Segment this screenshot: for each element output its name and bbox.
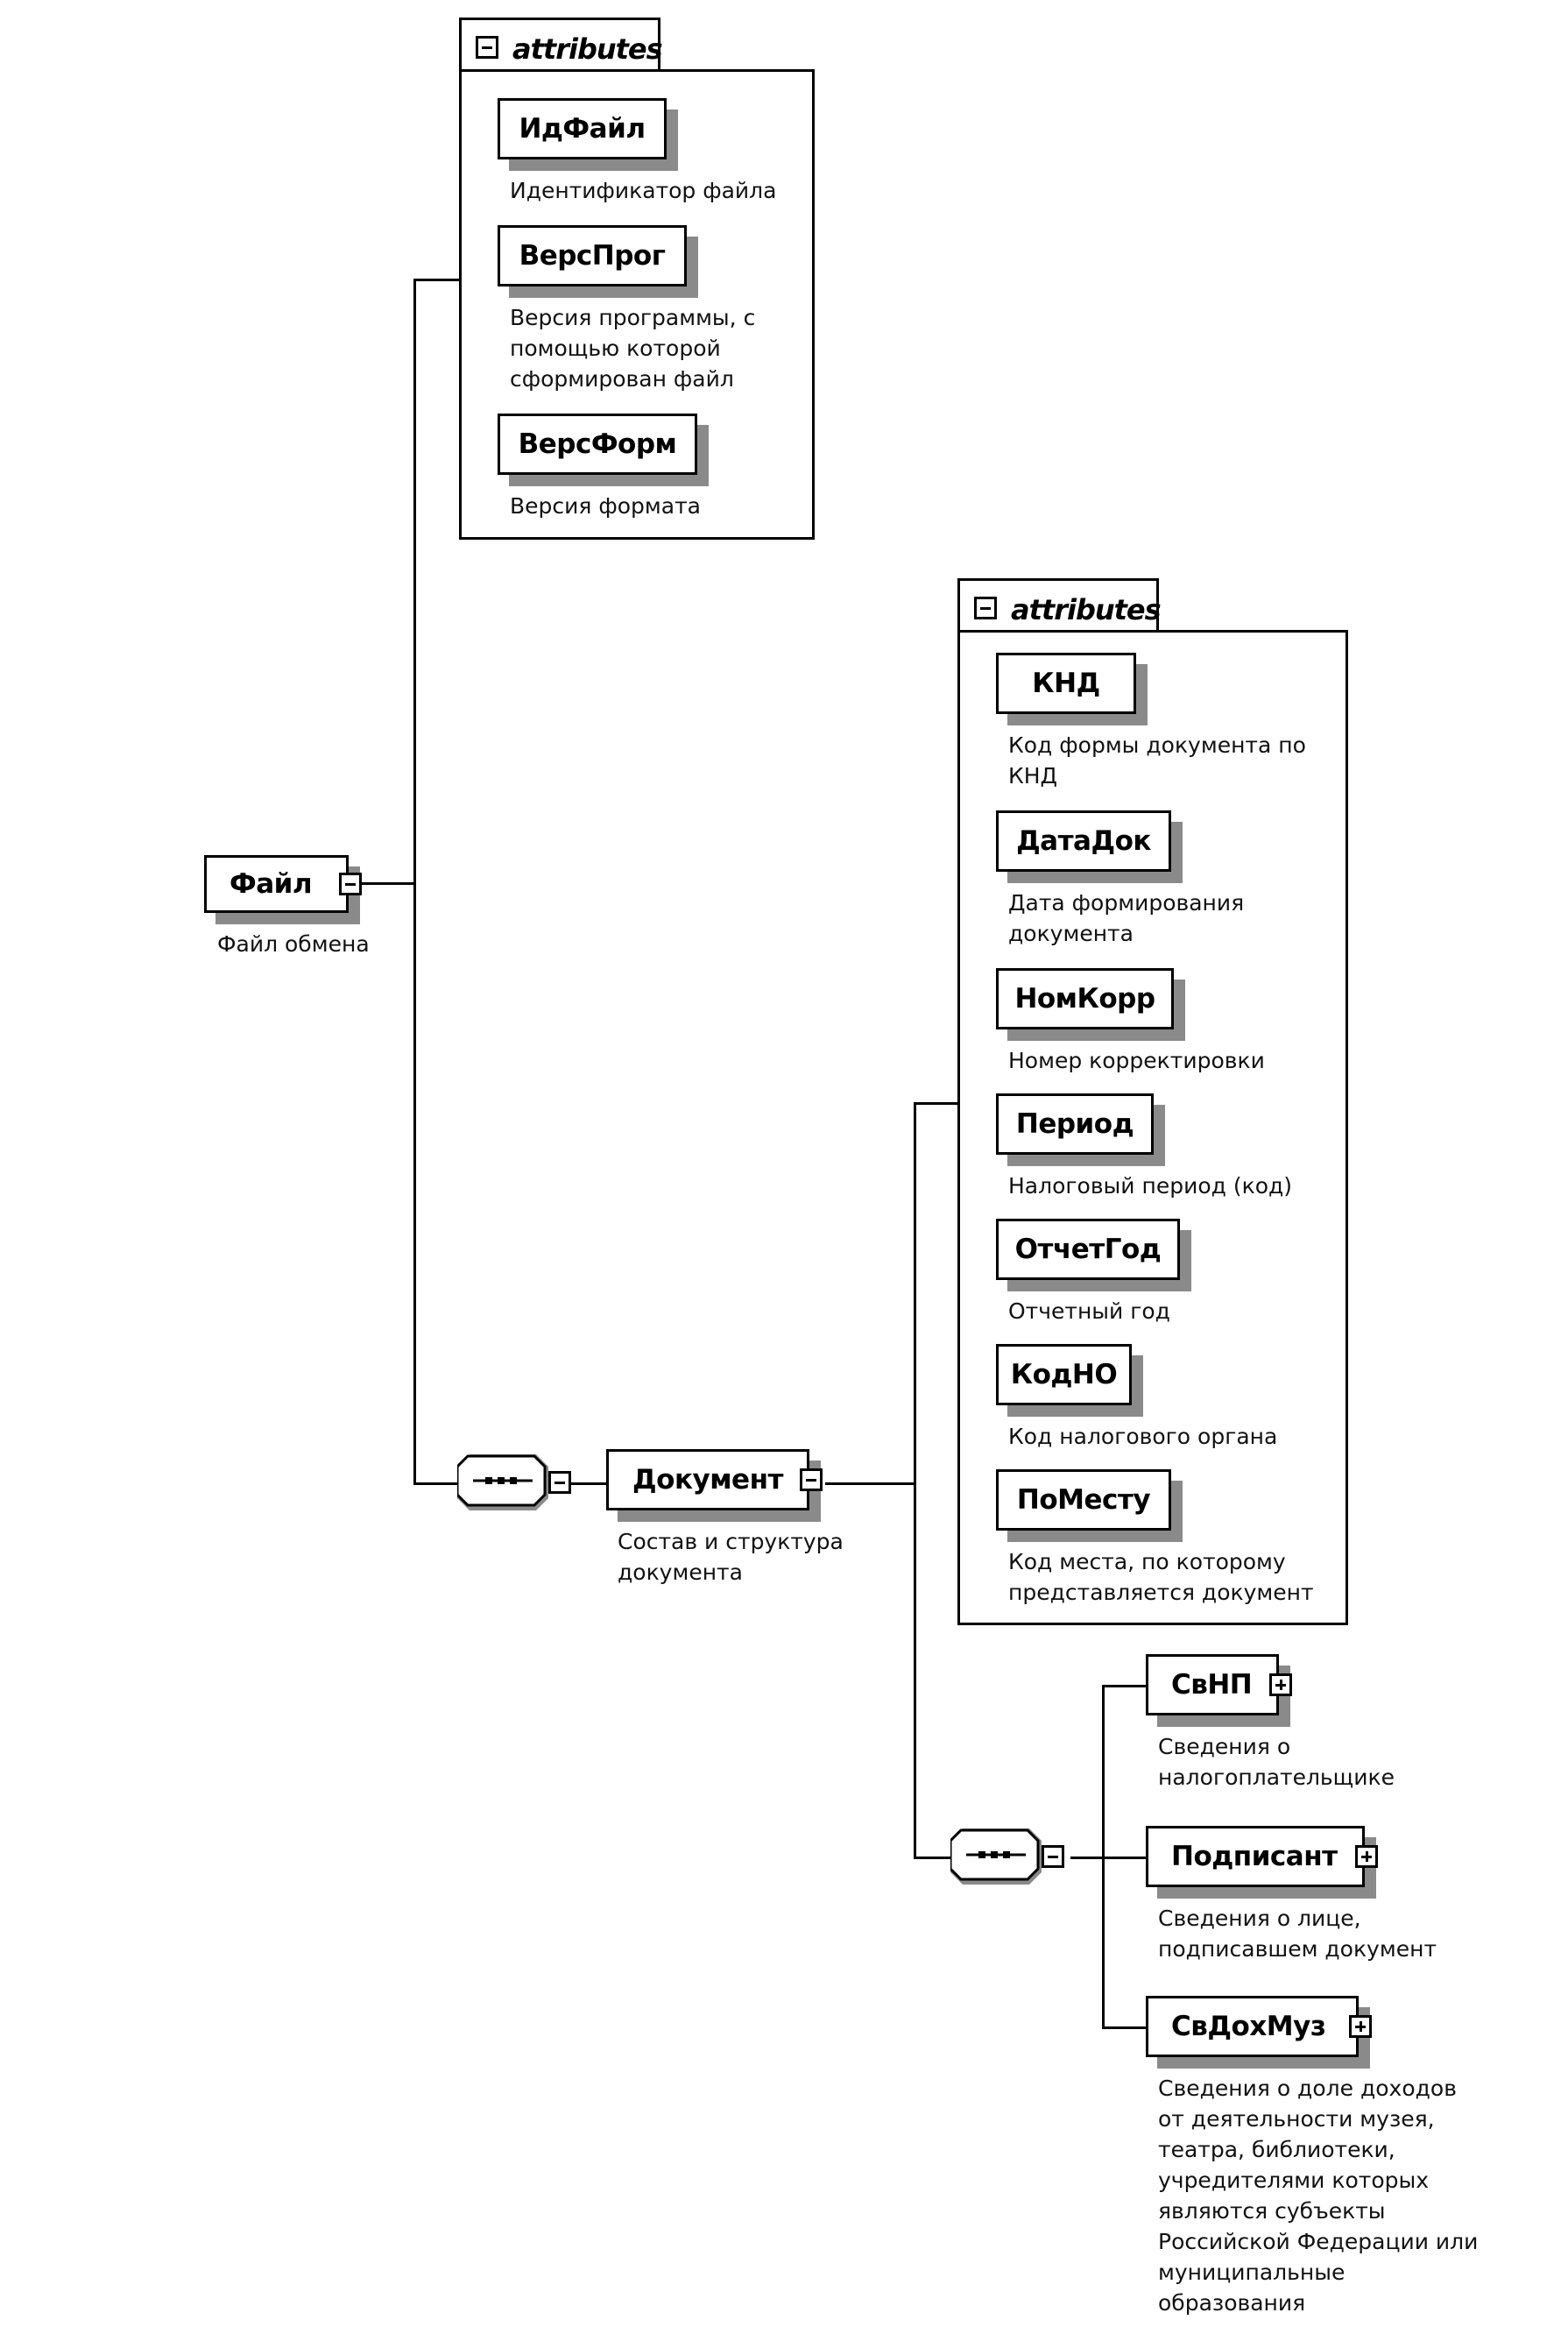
- attribute-description: Идентификатор файла: [510, 178, 777, 203]
- attribute-box[interactable]: КодНО: [996, 1344, 1132, 1405]
- attribute-description: Налоговый период (код): [1008, 1173, 1293, 1199]
- collapse-icon[interactable]: [974, 597, 997, 619]
- child-element-svdohmuz[interactable]: СвДохМуз: [1146, 1996, 1372, 2057]
- root-element-name: Файл: [230, 868, 313, 900]
- attribute-description: Код налогового органа: [1008, 1424, 1278, 1449]
- attribute-name: ВерсПрог: [519, 240, 666, 272]
- attribute-description: Версия формата: [510, 493, 701, 519]
- attribute-box[interactable]: Период: [996, 1093, 1154, 1155]
- collapse-icon[interactable]: [548, 1471, 571, 1494]
- child-element-svnp[interactable]: СвНП: [1146, 1654, 1292, 1715]
- attribute-name: ДатаДок: [1016, 825, 1151, 857]
- root-element-description: Файл обмена: [217, 931, 370, 957]
- expand-icon[interactable]: [1355, 1845, 1378, 1868]
- attribute-name: Период: [1015, 1108, 1134, 1140]
- document-element-name: Документ: [632, 1464, 783, 1496]
- attributes-label: attributes: [1011, 593, 1162, 626]
- attribute-box[interactable]: ПоМесту: [996, 1469, 1171, 1531]
- attribute-description: Дата формирования документа: [1008, 890, 1245, 946]
- sequence-compositor[interactable]: [457, 1454, 571, 1510]
- attribute-description: Версия программы, с помощью которой сфор…: [510, 305, 756, 392]
- attribute-name: ПоМесту: [1016, 1484, 1151, 1516]
- child-element-name: Подписант: [1171, 1841, 1338, 1872]
- attribute-name: КодНО: [1010, 1359, 1118, 1390]
- attribute-name: ОтчетГод: [1014, 1234, 1162, 1265]
- file-attributes-tab[interactable]: attributes: [459, 18, 663, 72]
- attribute-description: Отчетный год: [1008, 1298, 1170, 1324]
- attribute-name: НомКорр: [1014, 983, 1155, 1015]
- collapse-icon[interactable]: [1042, 1845, 1064, 1868]
- attributes-label: attributes: [512, 32, 663, 66]
- attribute-box[interactable]: ВерсПрог: [498, 225, 687, 286]
- sequence-icon: [457, 1454, 548, 1510]
- attribute-name: ИдФайл: [519, 113, 646, 145]
- attribute-box[interactable]: ИдФайл: [498, 98, 667, 159]
- collapse-icon[interactable]: [339, 873, 362, 895]
- sequence-compositor[interactable]: [950, 1828, 1064, 1885]
- child-element-description: Сведения о доле доходов от деятельности …: [1158, 2076, 1479, 2316]
- attribute-description: Код места, по которому представляется до…: [1008, 1549, 1314, 1605]
- child-element-podpisant[interactable]: Подписант: [1146, 1826, 1378, 1887]
- attribute-box[interactable]: КНД: [996, 653, 1136, 714]
- collapse-icon[interactable]: [800, 1468, 823, 1491]
- attribute-box[interactable]: ОтчетГод: [996, 1219, 1180, 1280]
- attribute-description: Номер корректировки: [1008, 1048, 1265, 1073]
- sequence-icon: [950, 1828, 1042, 1885]
- child-element-description: Сведения о лице, подписавшем документ: [1158, 1906, 1437, 1962]
- child-element-name: СвНП: [1171, 1669, 1253, 1701]
- document-attributes-tab[interactable]: attributes: [957, 578, 1162, 633]
- document-element[interactable]: Документ: [606, 1449, 823, 1510]
- child-element-description: Сведения о налогоплательщике: [1158, 1734, 1395, 1790]
- attribute-name: ВерсФорм: [518, 428, 677, 460]
- document-element-description: Состав и структура документа: [618, 1529, 844, 1585]
- attribute-name: КНД: [1032, 668, 1100, 699]
- collapse-icon[interactable]: [476, 36, 498, 59]
- attribute-box[interactable]: НомКорр: [996, 968, 1174, 1029]
- attribute-box[interactable]: ВерсФорм: [498, 414, 697, 475]
- root-element[interactable]: Файл: [204, 855, 362, 913]
- expand-icon[interactable]: [1269, 1673, 1292, 1696]
- attribute-description: Код формы документа по КНД: [1008, 732, 1306, 789]
- child-element-name: СвДохМуз: [1171, 2011, 1326, 2042]
- attribute-box[interactable]: ДатаДок: [996, 810, 1171, 872]
- expand-icon[interactable]: [1349, 2015, 1372, 2038]
